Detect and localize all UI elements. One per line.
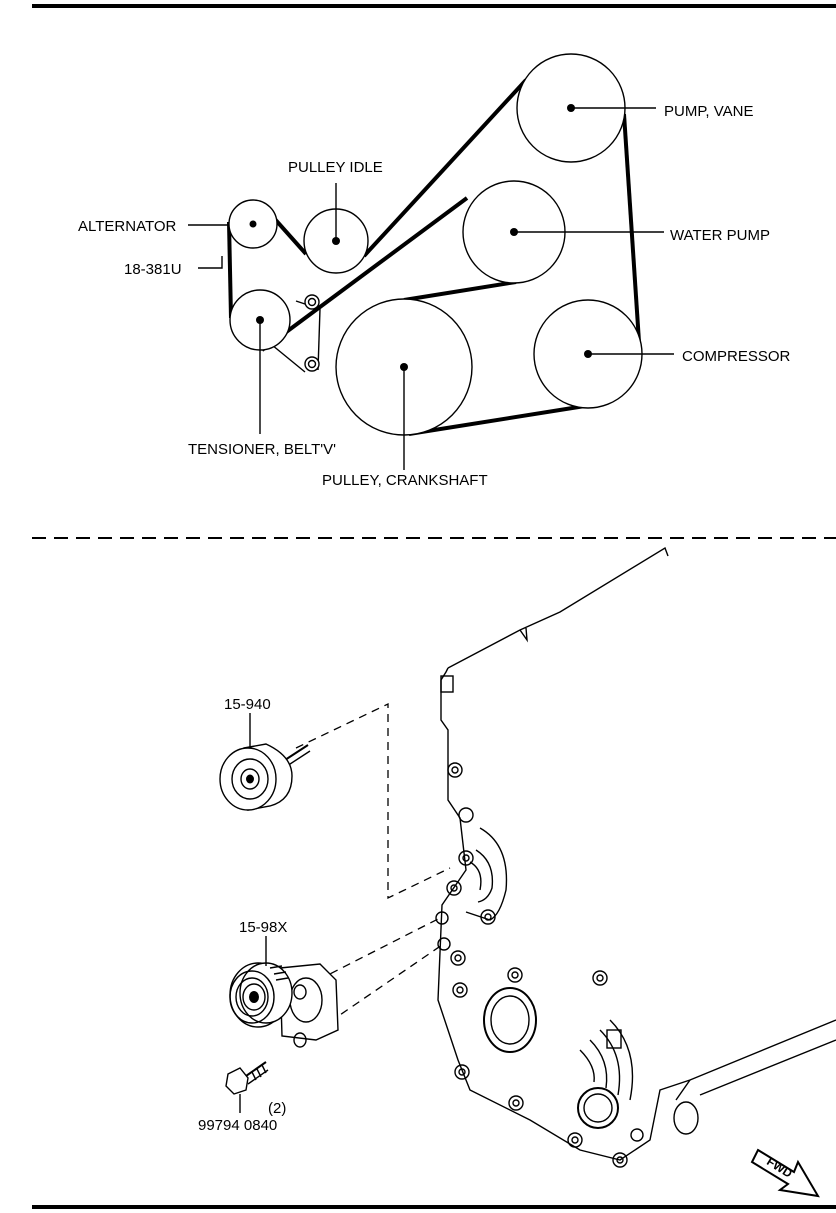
leader-belt-part xyxy=(198,256,223,269)
assembly-line-tensioner-upper xyxy=(317,917,441,981)
idler-pulley-part xyxy=(219,743,311,811)
label-crankshaft: PULLEY, CRANKSHAFT xyxy=(322,472,488,489)
belt-routing-diagram: PUMP, VANE PULLEY IDLE ALTERNATOR WATER … xyxy=(78,53,791,489)
drive-belt xyxy=(227,78,642,436)
label-bolt-qty: (2) xyxy=(268,1100,286,1117)
assembly-line-tensioner-lower xyxy=(317,944,443,1031)
label-alternator: ALTERNATOR xyxy=(78,218,177,235)
fwd-label: FWD xyxy=(764,1154,795,1181)
tensioner-assembly-part xyxy=(229,962,339,1048)
label-tensioner-part: 15-98X xyxy=(239,919,287,936)
label-pulley-idle: PULLEY IDLE xyxy=(288,159,383,176)
engine-front-cover xyxy=(435,546,836,1168)
alternator-center xyxy=(249,220,257,228)
label-pump-vane: PUMP, VANE xyxy=(664,103,753,120)
label-tensioner: TENSIONER, BELT'V' xyxy=(188,441,336,458)
label-belt-part: 18-381U xyxy=(124,261,182,278)
bolt-part xyxy=(225,1061,269,1095)
exploded-assembly: 15-940 15-98X (2) xyxy=(198,546,836,1198)
label-bolt-part: 99794 0840 xyxy=(198,1117,277,1134)
assembly-line-idler xyxy=(295,702,451,900)
tensioner-bracket xyxy=(271,294,321,373)
fwd-arrow-icon: FWD xyxy=(750,1148,820,1198)
label-water-pump: WATER PUMP xyxy=(670,227,770,244)
label-idler-part: 15-940 xyxy=(224,696,271,713)
label-compressor: COMPRESSOR xyxy=(682,348,791,365)
